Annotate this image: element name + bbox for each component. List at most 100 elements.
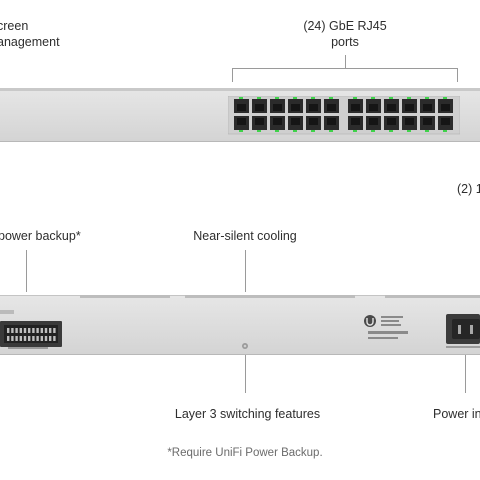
port-led xyxy=(389,97,393,99)
rj45-port-socket xyxy=(405,104,414,111)
port-led xyxy=(239,130,243,132)
port-led xyxy=(407,97,411,99)
rj45-port-socket xyxy=(309,104,318,111)
unifi-logo-icon xyxy=(364,315,376,327)
port-led xyxy=(329,97,333,99)
rj45-port-socket xyxy=(273,104,282,111)
port-led xyxy=(311,130,315,132)
port-led xyxy=(443,130,447,132)
rj45-port-socket xyxy=(237,104,246,111)
rj45-port-socket xyxy=(423,118,432,125)
front-panel-top-lip xyxy=(0,88,480,91)
rps-pin xyxy=(11,328,14,333)
rps-pin xyxy=(53,336,56,341)
label-layer3: Layer 3 switching features xyxy=(160,406,335,422)
label-sfp-ports: (2) 1 xyxy=(457,181,480,197)
rj45-port-socket xyxy=(369,118,378,125)
ports-bracket-right xyxy=(457,68,458,82)
rps-pin xyxy=(23,328,27,333)
label-power-backup-text: power backup* xyxy=(0,229,81,243)
rps-pin xyxy=(36,336,39,341)
rps-pin xyxy=(49,328,52,333)
label-screen-management-text: creen anagement xyxy=(0,19,60,49)
rps-pin xyxy=(15,336,18,341)
rj45-port-socket xyxy=(327,118,336,125)
rear-panel-details xyxy=(0,295,480,349)
rj45-port-socket xyxy=(309,118,318,125)
rps-pin xyxy=(36,328,39,333)
port-led xyxy=(275,97,279,99)
certification-marks-icon xyxy=(368,316,408,339)
label-cooling-text: Near-silent cooling xyxy=(193,229,297,243)
rj45-port-socket xyxy=(441,118,450,125)
rj45-port-socket xyxy=(273,118,282,125)
rps-pin xyxy=(49,336,52,341)
port-led xyxy=(257,97,261,99)
rj45-port-socket xyxy=(255,118,264,125)
ports-bracket-top xyxy=(232,68,458,69)
rps-pin xyxy=(53,328,56,333)
port-led xyxy=(353,130,357,132)
rps-pin xyxy=(23,336,27,341)
port-led xyxy=(371,130,375,132)
rps-pin xyxy=(19,328,22,333)
ports-bracket-stem xyxy=(345,55,346,68)
power-backup-callout-line xyxy=(26,250,27,292)
label-power-in: Power in xyxy=(433,406,480,422)
port-led xyxy=(371,97,375,99)
rps-pin xyxy=(28,328,31,333)
port-led xyxy=(275,130,279,132)
rj45-port-socket xyxy=(237,118,246,125)
rps-connector-icon xyxy=(0,310,62,349)
port-led xyxy=(389,130,393,132)
label-power-backup: power backup* xyxy=(0,228,81,244)
port-led xyxy=(257,130,261,132)
footnote: *Require UniFi Power Backup. xyxy=(140,447,350,459)
rj45-port-socket xyxy=(369,104,378,111)
rj45-port-socket xyxy=(441,104,450,111)
rj45-port-socket xyxy=(387,104,396,111)
rps-pin xyxy=(7,336,10,341)
layer3-callout-line xyxy=(245,355,246,393)
rj45-port-socket xyxy=(327,104,336,111)
port-led xyxy=(425,97,429,99)
port-led xyxy=(443,97,447,99)
rps-pin xyxy=(15,328,18,333)
port-led xyxy=(293,130,297,132)
port-led xyxy=(329,130,333,132)
label-sfp-ports-text: (2) 1 xyxy=(457,182,480,196)
rps-pin xyxy=(44,336,48,341)
port-led xyxy=(311,97,315,99)
port-led xyxy=(407,130,411,132)
rj45-port-socket xyxy=(255,104,264,111)
rj45-port-socket xyxy=(387,118,396,125)
rj45-port-socket xyxy=(423,104,432,111)
rps-pin xyxy=(32,328,35,333)
rj45-port-socket xyxy=(291,118,300,125)
port-led xyxy=(425,130,429,132)
port-led xyxy=(239,97,243,99)
cooling-callout-line xyxy=(245,250,246,292)
rps-pin xyxy=(44,328,48,333)
port-led xyxy=(293,97,297,99)
label-power-in-text: Power in xyxy=(433,407,480,421)
rps-pin xyxy=(28,336,31,341)
label-cooling: Near-silent cooling xyxy=(175,228,315,244)
rj45-port-socket xyxy=(291,104,300,111)
rps-pin xyxy=(11,336,14,341)
label-rj45-ports-text: (24) GbE RJ45 ports xyxy=(303,19,387,49)
rps-pin xyxy=(19,336,22,341)
label-rj45-ports: (24) GbE RJ45 ports xyxy=(285,18,405,50)
footnote-text: *Require UniFi Power Backup. xyxy=(167,447,323,459)
rj45-port-socket xyxy=(405,118,414,125)
label-layer3-text: Layer 3 switching features xyxy=(174,407,321,421)
rps-pin xyxy=(32,336,35,341)
power-in-callout-line xyxy=(465,355,466,393)
rps-pin xyxy=(40,328,43,333)
power-inlet-icon xyxy=(446,314,480,348)
rps-pin xyxy=(7,328,10,333)
port-led xyxy=(353,97,357,99)
label-screen-management: creen anagement xyxy=(0,18,60,50)
rj45-port-socket xyxy=(351,104,360,111)
ports-bracket-left xyxy=(232,68,233,82)
